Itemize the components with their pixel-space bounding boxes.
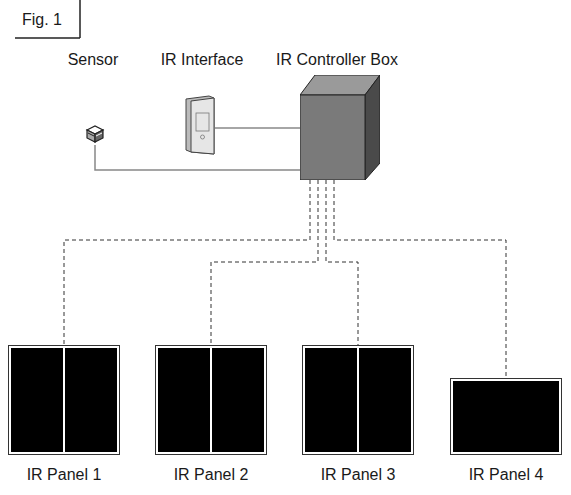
panel2-shape: [8, 345, 120, 455]
device-label: IR Panel 1: [27, 466, 102, 484]
device-label: Sensor: [68, 51, 119, 69]
interface-face: [191, 98, 214, 154]
dashed-cable: [326, 180, 358, 345]
sensor-slot: [96, 133, 102, 136]
panel-face: [158, 348, 264, 452]
panel-divider: [63, 348, 65, 452]
panel2-shape: [155, 345, 267, 455]
device-label: IR Panel 3: [321, 466, 396, 484]
cube-front: [300, 95, 365, 180]
cube-shape: [300, 75, 380, 180]
sensor-node: Sensor: [83, 121, 107, 145]
panel-node: IR Panel 2: [155, 345, 267, 455]
interface-node: IR Interface: [185, 95, 215, 155]
interface-button: [201, 135, 205, 139]
figure-label: Fig. 1: [22, 11, 62, 29]
sensor-side: [95, 130, 103, 142]
panel-face: [305, 348, 411, 452]
device-label: IR Interface: [161, 51, 244, 69]
sensor-shape: [83, 121, 107, 145]
interface-screen: [196, 113, 209, 131]
bracket-line: [79, 0, 81, 38]
sensor-slot: [88, 133, 94, 136]
panel-node: IR Panel 3: [302, 345, 414, 455]
panel-face: [11, 348, 117, 452]
panel-frame: [156, 346, 267, 455]
panel-divider: [210, 348, 212, 452]
iface-shape: [185, 95, 215, 155]
panel2-shape: [302, 345, 414, 455]
device-label: IR Controller Box: [276, 51, 398, 69]
device-label: IR Panel 4: [469, 466, 544, 484]
controller-node: IR Controller Box: [300, 75, 380, 180]
panel1-shape: [450, 378, 562, 455]
panel-face: [453, 381, 559, 452]
dashed-cable: [211, 180, 318, 345]
panel-node: IR Panel 1: [8, 345, 120, 455]
signal-wire: [215, 127, 300, 129]
interface-edge: [186, 96, 214, 154]
panel-divider: [357, 348, 359, 452]
device-label: IR Panel 2: [174, 466, 249, 484]
sensor-side: [87, 130, 95, 142]
panel-node: IR Panel 4: [450, 378, 562, 455]
panel-frame: [9, 346, 120, 455]
cube-side: [365, 75, 380, 180]
panel-frame: [451, 379, 562, 455]
panel-frame: [303, 346, 414, 455]
bracket-line: [15, 37, 80, 39]
